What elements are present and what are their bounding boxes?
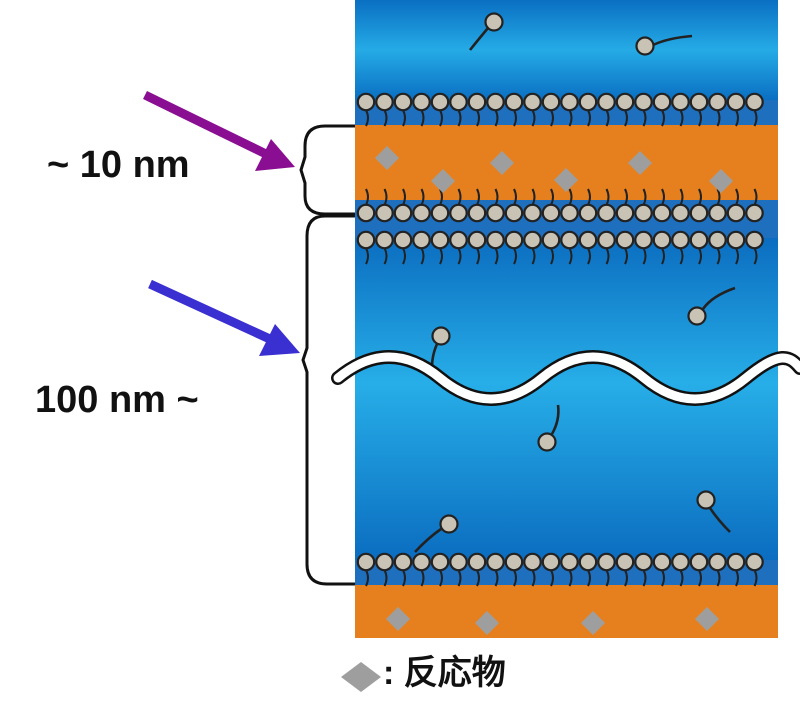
lipid-head-groups [356, 92, 764, 572]
thick-layer-label: 100 nm ~ [35, 379, 199, 421]
thin-layer-label: ~ 10 nm [47, 144, 190, 186]
bracket-thin-layer [299, 124, 355, 216]
lipid-core-bottom [355, 585, 778, 638]
bracket-thick-layer [301, 214, 355, 586]
arrow-thick-layer [148, 279, 300, 356]
free-lipid-molecules [414, 12, 736, 553]
diamond-icon [341, 662, 381, 692]
reactant-molecules [375, 146, 733, 635]
water-region-top [355, 0, 778, 100]
lipid-tails [365, 109, 758, 587]
legend: : 反応物 [341, 654, 506, 692]
legend-label: : 反応物 [383, 654, 506, 692]
arrow-thin-layer [143, 90, 295, 171]
